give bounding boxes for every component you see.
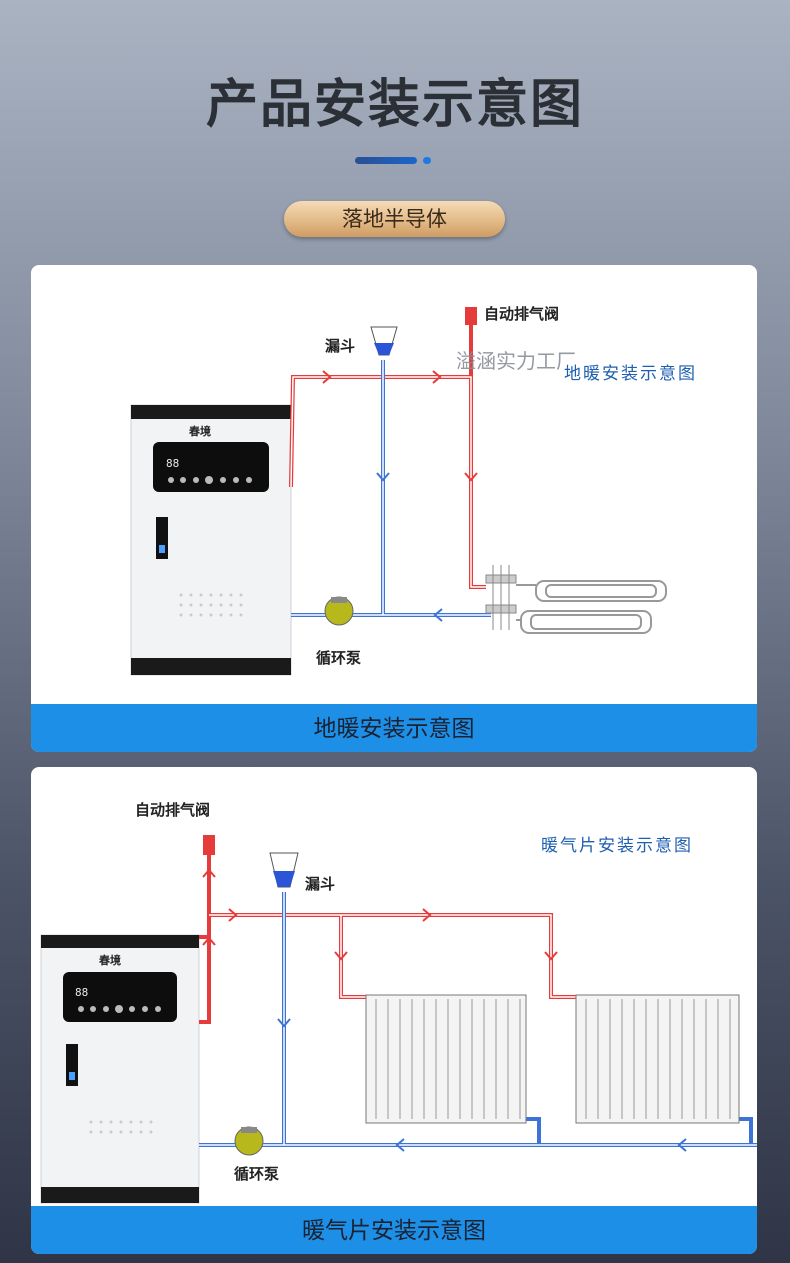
radiator-panel: 88: [31, 767, 757, 1254]
floor-coil: [516, 580, 667, 634]
manifold: [485, 565, 517, 630]
diagram-title: 暖气片安装示意图: [541, 836, 693, 856]
air-valve-label: 自动排气阀: [135, 801, 211, 819]
radiator: [365, 994, 527, 1124]
brand-logo: 春境: [189, 425, 211, 438]
svg-text:88: 88: [75, 986, 88, 999]
brand-logo: 春境: [99, 954, 121, 967]
radiator: [575, 994, 740, 1124]
floor-heating-caption: 地暖安装示意图: [31, 704, 757, 752]
radiator-diagram: 88: [40, 835, 757, 1204]
boiler-unit: 88: [40, 934, 200, 1204]
pump-label: 循环泵: [234, 1165, 280, 1183]
funnel-label: 漏斗: [305, 875, 336, 893]
watermark: 溢涵实力工厂: [456, 349, 576, 373]
cold-pipe: [291, 360, 491, 617]
radiator-caption: 暖气片安装示意图: [31, 1206, 757, 1254]
subtitle-pill: 落地半导体: [284, 201, 505, 237]
pump-label: 循环泵: [316, 649, 362, 667]
air-valve-label: 自动排气阀: [484, 305, 560, 323]
svg-text:88: 88: [166, 457, 179, 470]
air-valve-icon: [465, 307, 477, 325]
page-title: 产品安装示意图: [205, 75, 584, 135]
funnel-label: 漏斗: [325, 337, 356, 355]
floor-heating-diagram: 88: [130, 307, 667, 676]
boiler-unit: 88: [130, 404, 292, 676]
diagram-title: 地暖安装示意图: [564, 364, 697, 384]
air-valve-icon: [203, 835, 215, 855]
floor-heating-panel: 88: [31, 265, 757, 752]
